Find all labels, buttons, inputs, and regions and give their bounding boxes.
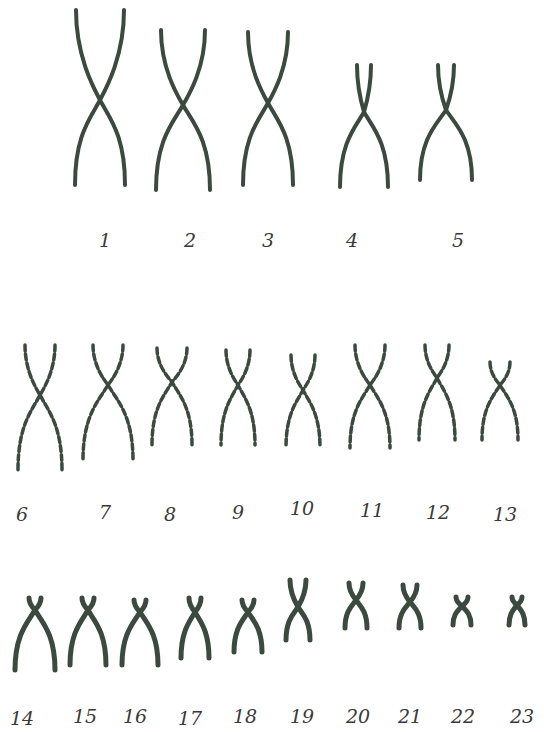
chromatid [152, 348, 187, 445]
chromatid [234, 600, 254, 652]
chromosome-number: 13 [493, 503, 517, 525]
chromosome-number: 12 [426, 501, 450, 523]
chromatid [509, 597, 522, 625]
chromosome [350, 345, 390, 448]
chromosome-number: 23 [510, 705, 534, 727]
chromatid [76, 10, 125, 185]
chromosome [340, 65, 388, 187]
chromatid [25, 345, 62, 470]
chromatid [357, 65, 388, 187]
chromosome [83, 345, 133, 460]
chromosome-number: 10 [290, 497, 314, 519]
chromatid [419, 345, 449, 440]
chromosome-number: 1 [99, 229, 111, 251]
chromosome-number: 15 [73, 705, 97, 727]
chromatid [399, 585, 417, 628]
chromosome-number: 21 [398, 705, 422, 727]
chromatid [122, 600, 146, 665]
chromosome [482, 362, 518, 440]
chromosome-number: 20 [346, 705, 370, 727]
chromatid [482, 362, 510, 440]
chromosome-number: 19 [290, 705, 314, 727]
chromosome-number: 22 [451, 705, 475, 727]
chromatid [221, 350, 250, 445]
chromosome [122, 600, 158, 665]
chromosome [286, 580, 310, 640]
chromosome-number: 17 [178, 707, 202, 729]
chromosome-number: 6 [16, 503, 28, 525]
chromosome [234, 600, 262, 652]
chromatid [286, 355, 315, 448]
chromatid [340, 65, 371, 187]
chromatid [286, 580, 306, 640]
chromatid [420, 65, 454, 180]
chromosome-number: 14 [10, 707, 34, 729]
chromatid [181, 598, 201, 658]
chromosome-number: 5 [452, 229, 464, 251]
chromatid [82, 598, 106, 665]
chromosome [156, 30, 210, 190]
chromosome-number: 3 [262, 229, 274, 251]
chromatid [243, 32, 288, 185]
chromosome [152, 348, 192, 445]
chromosome [221, 350, 255, 445]
chromosome [18, 345, 62, 470]
chromosome [509, 597, 525, 625]
chromatid [350, 345, 385, 448]
chromatid [15, 598, 41, 670]
chromosome [70, 598, 106, 665]
chromosome [420, 65, 472, 180]
chromosome [286, 355, 320, 448]
chromatid [75, 10, 124, 185]
chromosome-number: 9 [232, 501, 244, 523]
chromosome-number: 16 [123, 705, 147, 727]
chromosome [399, 585, 421, 628]
chromatid [83, 345, 123, 460]
chromatid [93, 345, 133, 460]
chromosome [15, 598, 55, 670]
chromatid [438, 65, 472, 180]
chromatid [355, 345, 390, 448]
chromosome-number: 4 [346, 229, 358, 251]
chromosome [243, 32, 293, 185]
chromosome [75, 10, 125, 185]
chromosome-number: 8 [164, 503, 176, 525]
chromosome-number: 11 [360, 499, 384, 521]
chromatid [345, 583, 363, 628]
chromosome [181, 598, 209, 658]
chromosome-number: 7 [99, 501, 111, 523]
chromosome-number: 18 [233, 705, 257, 727]
chromatid [18, 345, 55, 470]
chromatid [490, 362, 518, 440]
chromosome [345, 583, 367, 628]
chromosome [453, 597, 471, 625]
chromatid [156, 30, 205, 190]
chromatid [70, 598, 94, 665]
chromatid [453, 597, 468, 625]
chromosome [419, 345, 455, 440]
chromosome-number: 2 [184, 229, 196, 251]
chromatid [134, 600, 158, 665]
